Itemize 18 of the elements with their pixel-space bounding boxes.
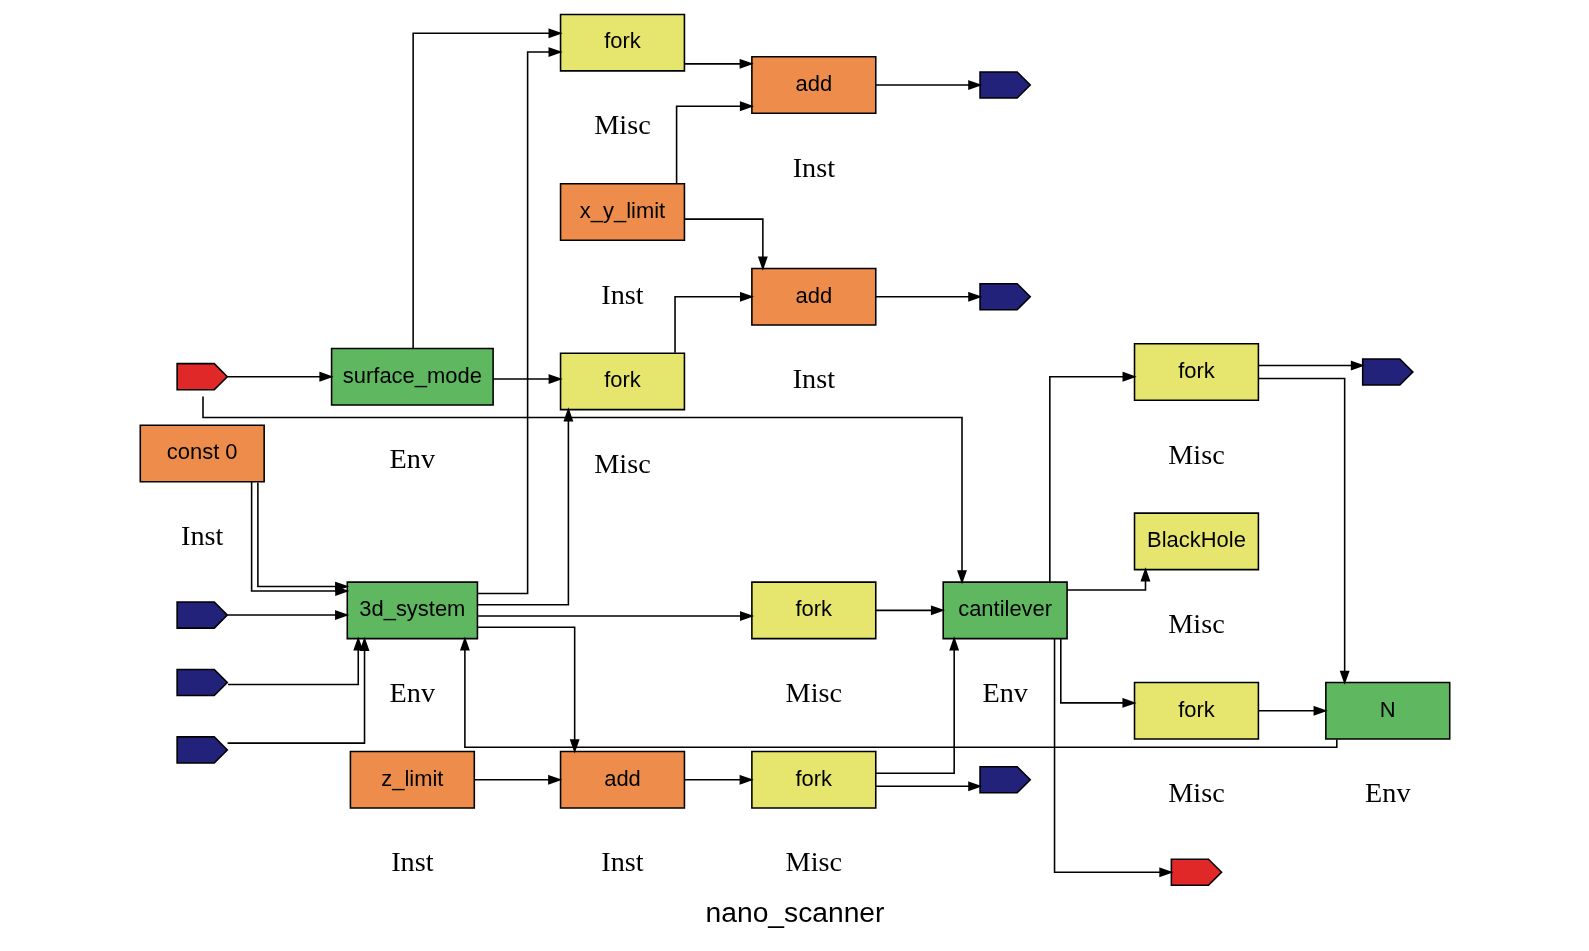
node-label: Env (389, 443, 435, 475)
node-label: Misc (1167, 777, 1225, 809)
node-label: Misc (1167, 438, 1225, 470)
node-label: Env (981, 676, 1028, 708)
node-label: Inst (180, 520, 223, 552)
node-label: Inst (600, 278, 644, 310)
node-label: Inst (792, 363, 835, 395)
node-label: Inst (792, 151, 835, 183)
node-label: Misc (785, 846, 842, 878)
node-label: Env (1364, 777, 1411, 809)
node-label: Env (389, 676, 435, 708)
node-label: Misc (593, 447, 651, 479)
node-label: Misc (785, 676, 842, 708)
caption: nano_scanner (705, 895, 884, 928)
node-label: Misc (1167, 607, 1225, 639)
node-label: Misc (593, 109, 651, 141)
node-label: Inst (390, 846, 434, 878)
node-label: Inst (600, 846, 644, 878)
